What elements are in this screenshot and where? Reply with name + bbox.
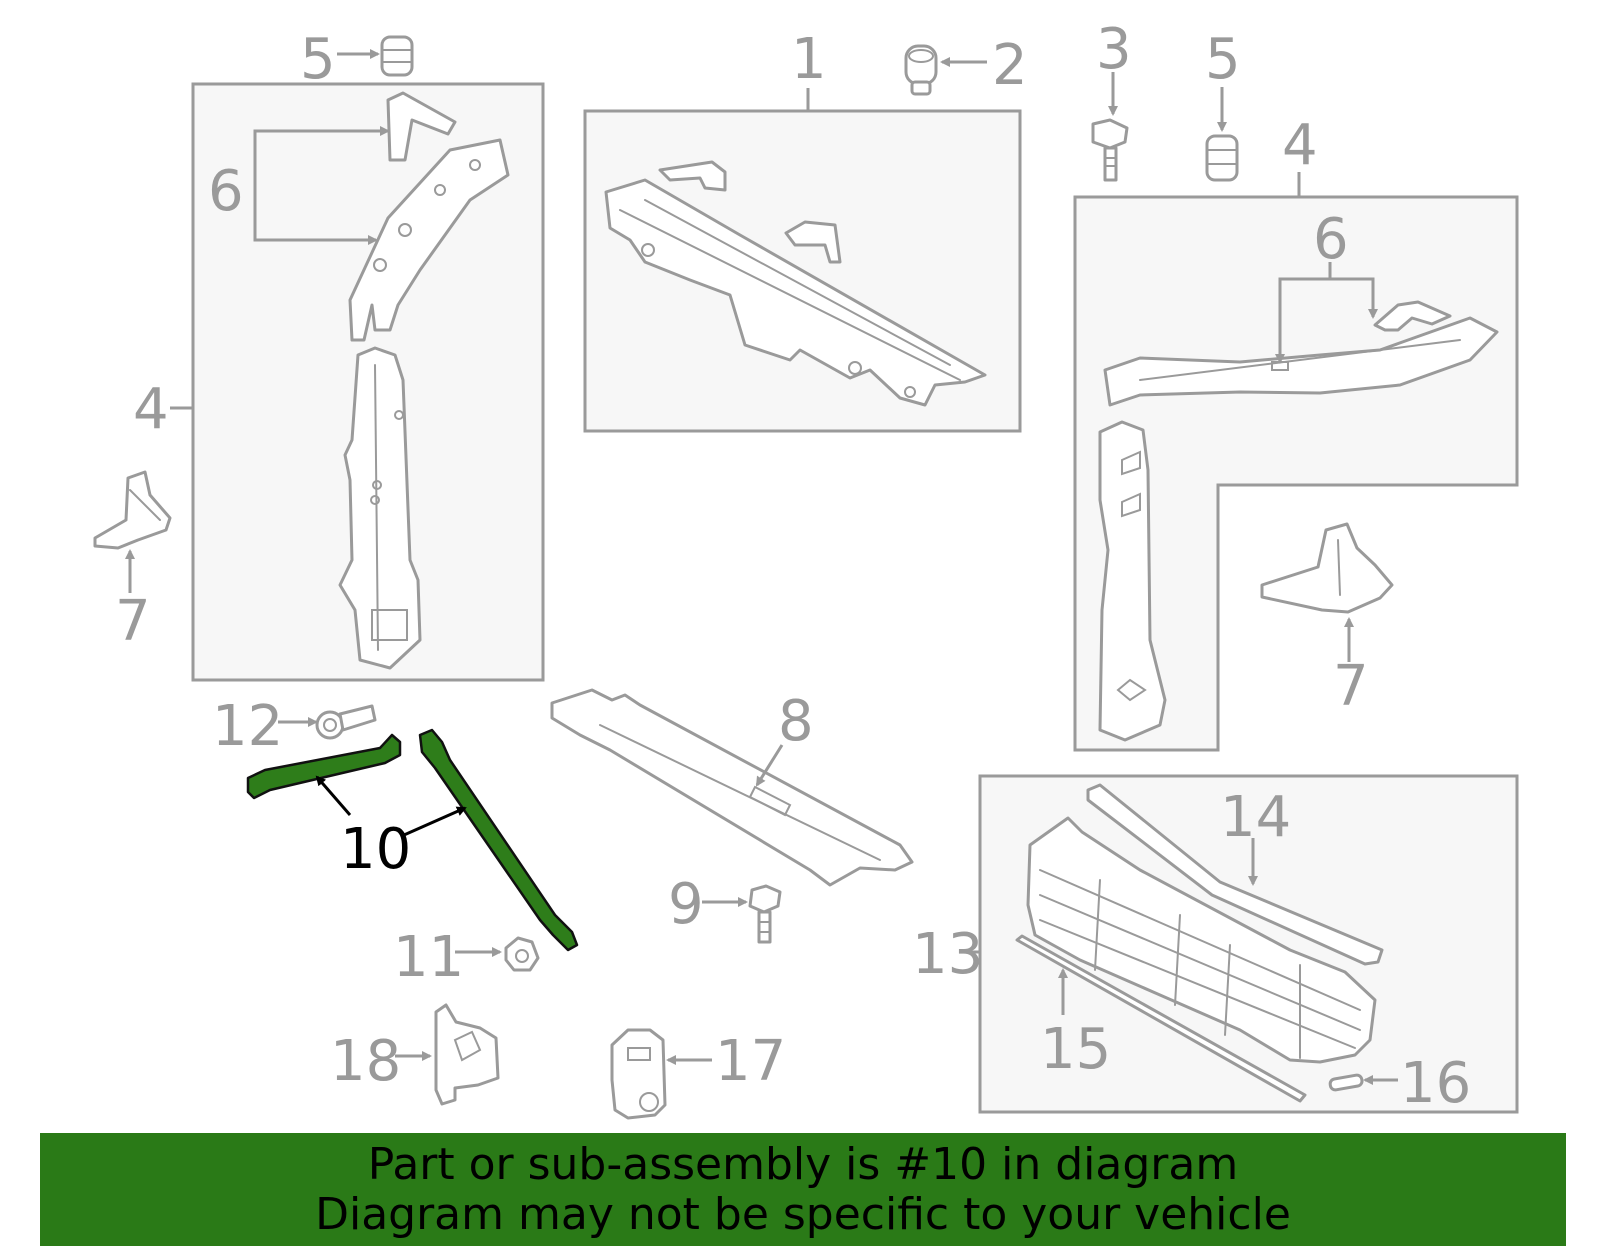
box-right-support [1073,195,1519,752]
callout-15: 15 [1040,1017,1111,1082]
small-bracket-icon [1260,522,1394,614]
callout-6-right: 6 [1313,207,1349,272]
callout-7-left: 7 [115,589,151,654]
clip-bracket-icon [434,1003,500,1106]
info-banner: Part or sub-assembly is #10 in diagram D… [40,1133,1566,1246]
side-support-icon [338,346,422,670]
support-bracket-icon [348,91,510,342]
callout-9: 9 [668,872,704,937]
side-support-icon [1098,420,1167,742]
callout-13: 13 [912,922,983,987]
bump-stop-icon [1205,134,1239,182]
upper-seal-icon [1086,783,1384,966]
callout-12: 12 [212,694,283,759]
lower-tie-bar-icon [550,688,914,887]
callout-5: 5 [300,27,336,92]
callout-3: 3 [1096,17,1132,82]
banner-line-2: Diagram may not be specific to your vehi… [315,1188,1291,1240]
callout-1: 1 [791,27,827,92]
callout-2: 2 [992,33,1028,98]
bump-stop-icon [380,35,414,77]
callout-8: 8 [778,689,814,754]
nut-icon [504,936,540,972]
callout-7-right: 7 [1333,654,1369,719]
callout-17: 17 [715,1029,786,1094]
upper-tie-bar-icon [604,160,987,407]
banner-line-1: Part or sub-assembly is #10 in diagram [367,1138,1239,1190]
callout-6: 6 [208,159,244,224]
callout-4-right: 4 [1282,113,1318,178]
callout-14: 14 [1220,785,1291,850]
clip-icon [1328,1073,1364,1092]
bolt-icon [1091,118,1129,182]
sensor-bracket-icon [610,1028,667,1120]
callout-16: 16 [1400,1051,1471,1116]
support-brace-highlighted [246,728,579,952]
lower-seal-icon [1015,934,1307,1103]
grille-shutter-icon [1026,816,1377,1064]
support-bracket-icon [1103,300,1499,407]
callout-18: 18 [330,1029,401,1094]
callout-5-right: 5 [1205,27,1241,92]
bolt-icon [315,704,377,740]
callout-4-left: 4 [133,377,169,442]
callout-10: 10 [340,817,411,882]
bolt-icon [748,884,782,944]
plug-icon [904,44,938,96]
callout-11: 11 [393,925,464,990]
small-bracket-icon [93,470,172,550]
